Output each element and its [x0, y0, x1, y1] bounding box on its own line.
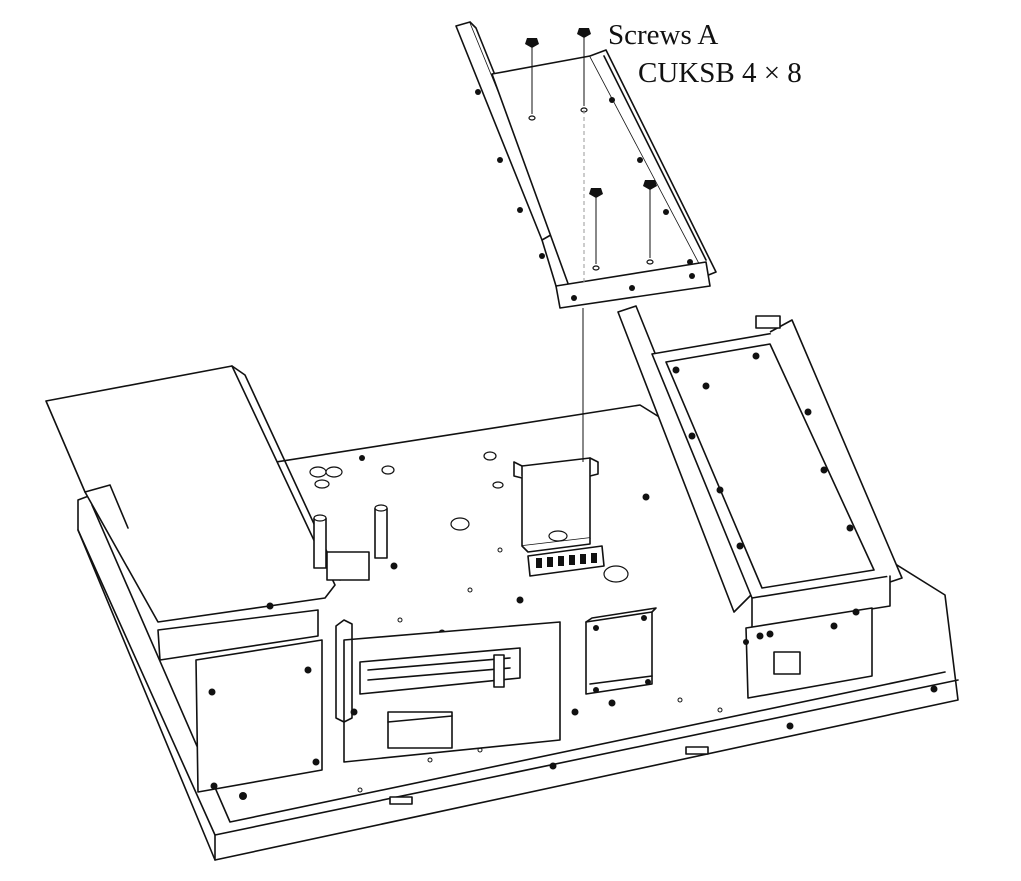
callout-spec: CUKSB 4 × 8: [638, 57, 802, 89]
front-center-panel: [335, 619, 561, 763]
screw-1: [525, 38, 539, 114]
screw-2: [577, 28, 591, 106]
screw-3: [589, 188, 603, 264]
small-center-bracket: [585, 607, 657, 695]
standoff-posts: [313, 504, 388, 581]
callout-title: Screws A: [608, 19, 718, 51]
center-bracket: [513, 457, 599, 553]
base-holes: [239, 451, 938, 800]
terminal-block: [527, 545, 605, 577]
left-front-bracket: [157, 609, 323, 793]
left-cover-plate: [45, 365, 341, 623]
screws-a: [525, 28, 657, 284]
right-channel-bracket: [617, 305, 903, 699]
screw-4: [643, 180, 657, 258]
top-floating-bracket: [455, 21, 717, 309]
